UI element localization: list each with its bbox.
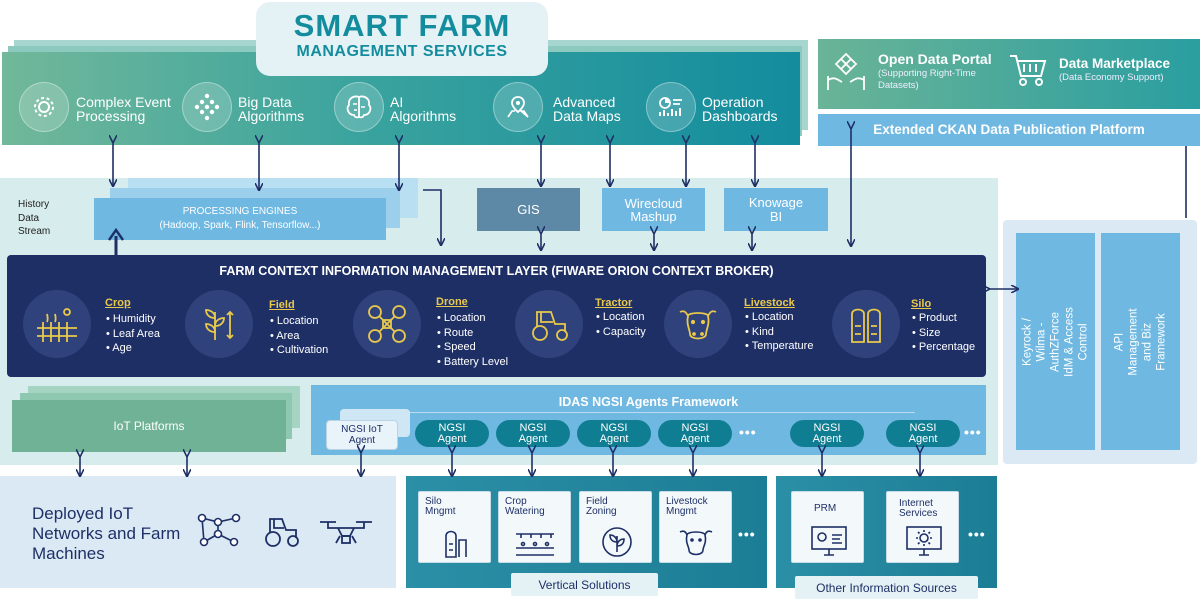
entity-attrs-livestock: • Location• Kind• Temperature: [745, 311, 814, 352]
api-mgmt-box[interactable]: API Management and Biz Framework: [1101, 233, 1180, 450]
context-layer-title: FARM CONTEXT INFORMATION MANAGEMENT LAYE…: [219, 264, 774, 278]
tractor-icon: [515, 290, 583, 358]
entity-attrs-silo: • Product• Size• Percentage: [912, 312, 976, 353]
other-card-prm[interactable]: PRM: [791, 491, 864, 563]
silo-icon: [832, 290, 900, 358]
tool-label-dashboards: Operation Dashboards: [702, 94, 778, 124]
entity-attrs-tractor: • Location• Capacity: [596, 311, 646, 338]
entity-attrs-drone: • Location• Route• Speed• Battery Level: [437, 312, 509, 368]
diamond-network-icon[interactable]: [182, 82, 232, 132]
history-arrow: [108, 227, 124, 258]
entity-title-silo: Silo: [911, 298, 932, 310]
cow-icon: [664, 290, 732, 358]
data-portal-panel: [818, 39, 1200, 109]
plant-icon: [185, 290, 253, 358]
drone-machine-icon: [318, 516, 374, 548]
entity-title-tractor: Tractor: [595, 297, 633, 309]
tool-label-ai: AI Algorithms: [390, 94, 457, 124]
ngsi-agent-3[interactable]: NGSI Agent: [577, 420, 651, 447]
tool-label-complex-event: Complex Event Processing: [76, 94, 171, 124]
processing-engines-box[interactable]: PROCESSING ENGINES (Hadoop, Spark, Flink…: [94, 198, 386, 240]
gear-icon[interactable]: [19, 82, 69, 132]
map-pin-icon[interactable]: [493, 82, 543, 132]
ngsi-agent-4[interactable]: NGSI Agent: [658, 420, 732, 447]
cart-icon[interactable]: [1008, 52, 1048, 88]
field-zoning-icon: [602, 527, 632, 557]
network-icon: [196, 512, 242, 548]
processing-subtitle: (Hadoop, Spark, Flink, Tensorflow...): [159, 220, 321, 231]
idas-title: IDAS NGSI Agents Framework: [558, 395, 739, 409]
deployed-label: Deployed IoT Networks and Farm Machines: [32, 504, 181, 563]
vertical-card-crop[interactable]: Crop Watering: [498, 491, 571, 563]
processing-title: PROCESSING ENGINES: [182, 206, 298, 217]
ngsi-agent-2[interactable]: NGSI Agent: [496, 420, 570, 447]
livestock-mgmt-icon: [679, 530, 713, 556]
vertical-ellipsis: •••: [738, 526, 756, 542]
crop-field-icon: [23, 290, 91, 358]
other-sources-label: Other Information Sources: [795, 576, 978, 599]
drone-icon: [353, 290, 421, 358]
keyrock-box[interactable]: Keyrock / Wilma - AuthZForce IdM & Acces…: [1016, 233, 1095, 450]
vertical-card-field[interactable]: Field Zoning: [579, 491, 652, 563]
prm-monitor-icon: [811, 526, 847, 556]
title-line1: SMART FARM: [293, 8, 511, 43]
ellipsis-2: •••: [964, 424, 982, 440]
entity-title-field: Field: [269, 299, 295, 311]
entity-attrs-crop: • Humidity• Leaf Area• Age: [106, 313, 161, 354]
history-data-stream: History Data Stream: [18, 199, 51, 237]
open-data-portal-subtitle: (Supporting Right-Time Datasets): [878, 68, 976, 91]
entity-title-crop: Crop: [105, 297, 131, 309]
entity-title-drone: Drone: [436, 296, 468, 308]
context-layer-box: [7, 255, 986, 377]
tool-label-maps: Advanced Data Maps: [553, 94, 621, 124]
deployed-panel: [0, 476, 396, 588]
entity-attrs-field: • Location• Area• Cultivation: [270, 315, 329, 356]
ngsi-agent-1[interactable]: NGSI Agent: [415, 420, 489, 447]
vertical-card-silo[interactable]: Silo Mngmt: [418, 491, 491, 563]
title-line2: MANAGEMENT SERVICES: [296, 43, 508, 60]
tool-label-big-data: Big Data Algorithms: [238, 94, 305, 124]
idas-divider: [385, 412, 915, 413]
ngsi-agent-6[interactable]: NGSI Agent: [886, 420, 960, 447]
wirecloud-box[interactable]: Wirecloud Mashup: [602, 188, 705, 231]
ngsi-agent-5[interactable]: NGSI Agent: [790, 420, 864, 447]
tractor-machine-icon: [262, 514, 302, 548]
entity-title-livestock: Livestock: [744, 297, 795, 309]
open-data-portal-title[interactable]: Open Data Portal: [878, 51, 992, 67]
title-box: SMART FARM MANAGEMENT SERVICES: [256, 2, 548, 76]
other-card-internet[interactable]: Internet Services: [886, 491, 959, 563]
silo-mgmt-icon: [445, 530, 467, 558]
internet-services-icon: [906, 526, 942, 556]
knowage-box[interactable]: Knowage BI: [724, 188, 828, 231]
dashboard-icon[interactable]: [646, 82, 696, 132]
ellipsis-1: •••: [739, 424, 757, 440]
data-marketplace-title[interactable]: Data Marketplace: [1059, 56, 1171, 71]
hand-network-icon[interactable]: [826, 50, 866, 94]
vertical-solutions-label: Vertical Solutions: [511, 573, 658, 596]
vertical-card-livestock[interactable]: Livestock Mngmt: [659, 491, 732, 563]
ckan-box[interactable]: Extended CKAN Data Publication Platform: [818, 114, 1200, 146]
other-ellipsis: •••: [968, 526, 986, 542]
data-marketplace-subtitle: (Data Economy Support): [1059, 72, 1164, 83]
crop-watering-icon: [516, 533, 554, 556]
gis-box[interactable]: GIS: [477, 188, 580, 231]
iot-platforms-box[interactable]: IoT Platforms: [12, 400, 286, 452]
brain-icon[interactable]: [334, 82, 384, 132]
